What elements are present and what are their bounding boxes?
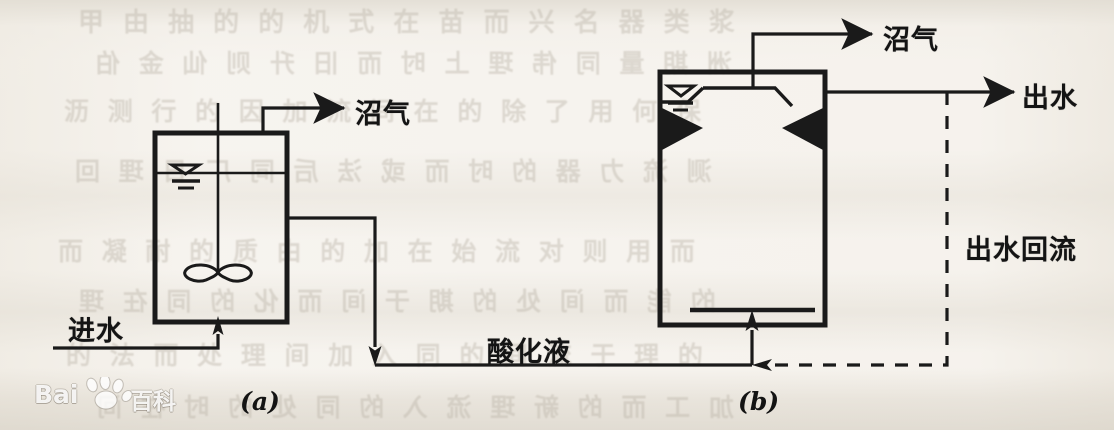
influent-pipe: [53, 316, 224, 350]
label-biogas-b: 沼气: [883, 25, 939, 56]
water-level-symbol-a: [167, 163, 204, 190]
reactor-b-group: [657, 18, 1016, 365]
effluent-recirculation-line: [752, 92, 949, 371]
label-effluent: 出水: [1022, 83, 1078, 114]
label-influent: 进水: [68, 316, 124, 347]
caption-reactor-b: (b): [738, 387, 780, 416]
acidified-liquid-outlet-pipe: [287, 216, 382, 366]
water-level-symbol-b: [663, 84, 699, 112]
gas-deflector-left: [662, 108, 703, 150]
reactor-a-group: [53, 92, 382, 366]
stirrer-impeller: [183, 263, 253, 283]
label-effluent-recirculation: 出水回流: [965, 235, 1077, 266]
label-biogas-a: 沼气: [355, 99, 411, 130]
biogas-pipe-a: [261, 92, 346, 133]
gas-deflector-right: [782, 108, 823, 150]
caption-reactor-a: (a): [240, 387, 280, 416]
reactor-a-tank-outline: [152, 130, 290, 325]
reactor-b-inlet-pipe: [745, 310, 759, 365]
biogas-pipe-b: [751, 18, 874, 88]
label-acidified-liquid: 酸化液: [487, 337, 571, 368]
reactor-b-tank-outline: [657, 69, 828, 328]
